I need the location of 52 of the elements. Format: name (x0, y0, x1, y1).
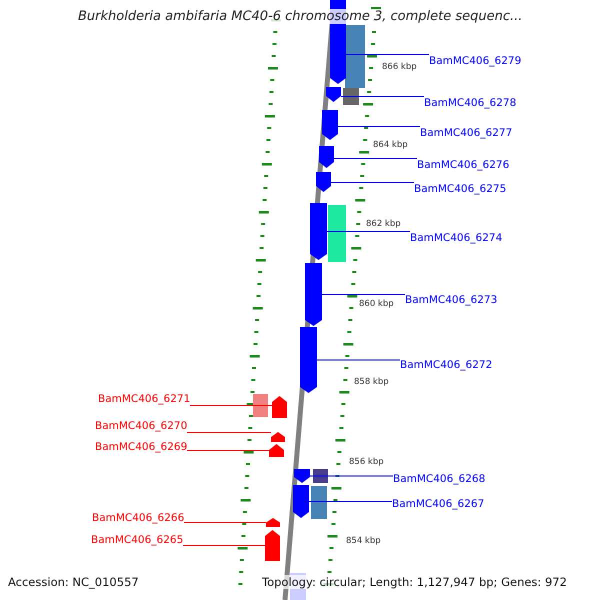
leader-line (346, 54, 430, 55)
leader-line (186, 450, 270, 451)
leader-line (334, 158, 418, 159)
gene-block (326, 87, 341, 102)
gene-block (305, 263, 322, 326)
gene-label: BamMC406_6276 (417, 158, 510, 172)
leader-line (338, 126, 420, 127)
leader-line (322, 294, 406, 295)
scale-label: 864 kbp (373, 140, 408, 151)
gene-block (265, 530, 280, 561)
gene-block (271, 432, 285, 442)
gene-block (316, 172, 331, 192)
gene-label: BamMC406_6278 (424, 96, 516, 110)
gene-label: BamMC406_6269 (95, 440, 188, 454)
leader-line (186, 432, 272, 433)
gene-label: BamMC406_6267 (392, 498, 484, 510)
scale-label: 860 kbp (359, 299, 394, 310)
gene-label: BamMC406_6268 (393, 472, 486, 486)
gene-block (269, 444, 284, 457)
gene-label: BamMC406_6270 (95, 420, 188, 432)
gene-block (294, 469, 310, 483)
gene-label: BamMC406_6274 (410, 232, 502, 244)
gene-label: BamMC406_6277 (420, 126, 512, 140)
gene-label: BamMC406_6265 (91, 534, 184, 546)
footer-text: Topology: circular; Length: 1,127,947 bp; Genes: 972 (262, 575, 567, 589)
gene-label: BamMC406_6279 (429, 54, 522, 68)
gene-block (266, 518, 280, 527)
scale-label: 862 kbp (366, 219, 401, 230)
leader-line (182, 545, 266, 546)
leader-line (326, 231, 410, 232)
leader-line (190, 405, 272, 406)
gene-block (322, 110, 338, 140)
gene-block (319, 146, 334, 168)
gene-label: BamMC406_6272 (400, 358, 492, 372)
gene-block (272, 396, 287, 418)
gene-label: BamMC406_6271 (98, 392, 190, 406)
scale-label: 858 kbp (354, 377, 389, 388)
gene-block (300, 327, 317, 393)
title: Burkholderia ambifaria MC40-6 chromosome 3, complete sequenc... (78, 9, 522, 24)
scale-label: 856 kbp (349, 457, 384, 468)
footer-text: Accession: NC_010557 (8, 575, 139, 589)
leader-line (340, 96, 424, 97)
gene-label: BamMC406_6275 (414, 182, 506, 196)
scale-label: 866 kbp (382, 62, 417, 73)
gene-label: BamMC406_6273 (405, 294, 498, 306)
gene-block (310, 203, 327, 260)
leader-line (308, 501, 392, 502)
gene-label: BamMC406_6266 (92, 512, 184, 524)
leader-line (184, 522, 266, 523)
scale-label: 854 kbp (346, 536, 381, 547)
gene-block (293, 485, 309, 518)
leader-line (330, 182, 414, 183)
